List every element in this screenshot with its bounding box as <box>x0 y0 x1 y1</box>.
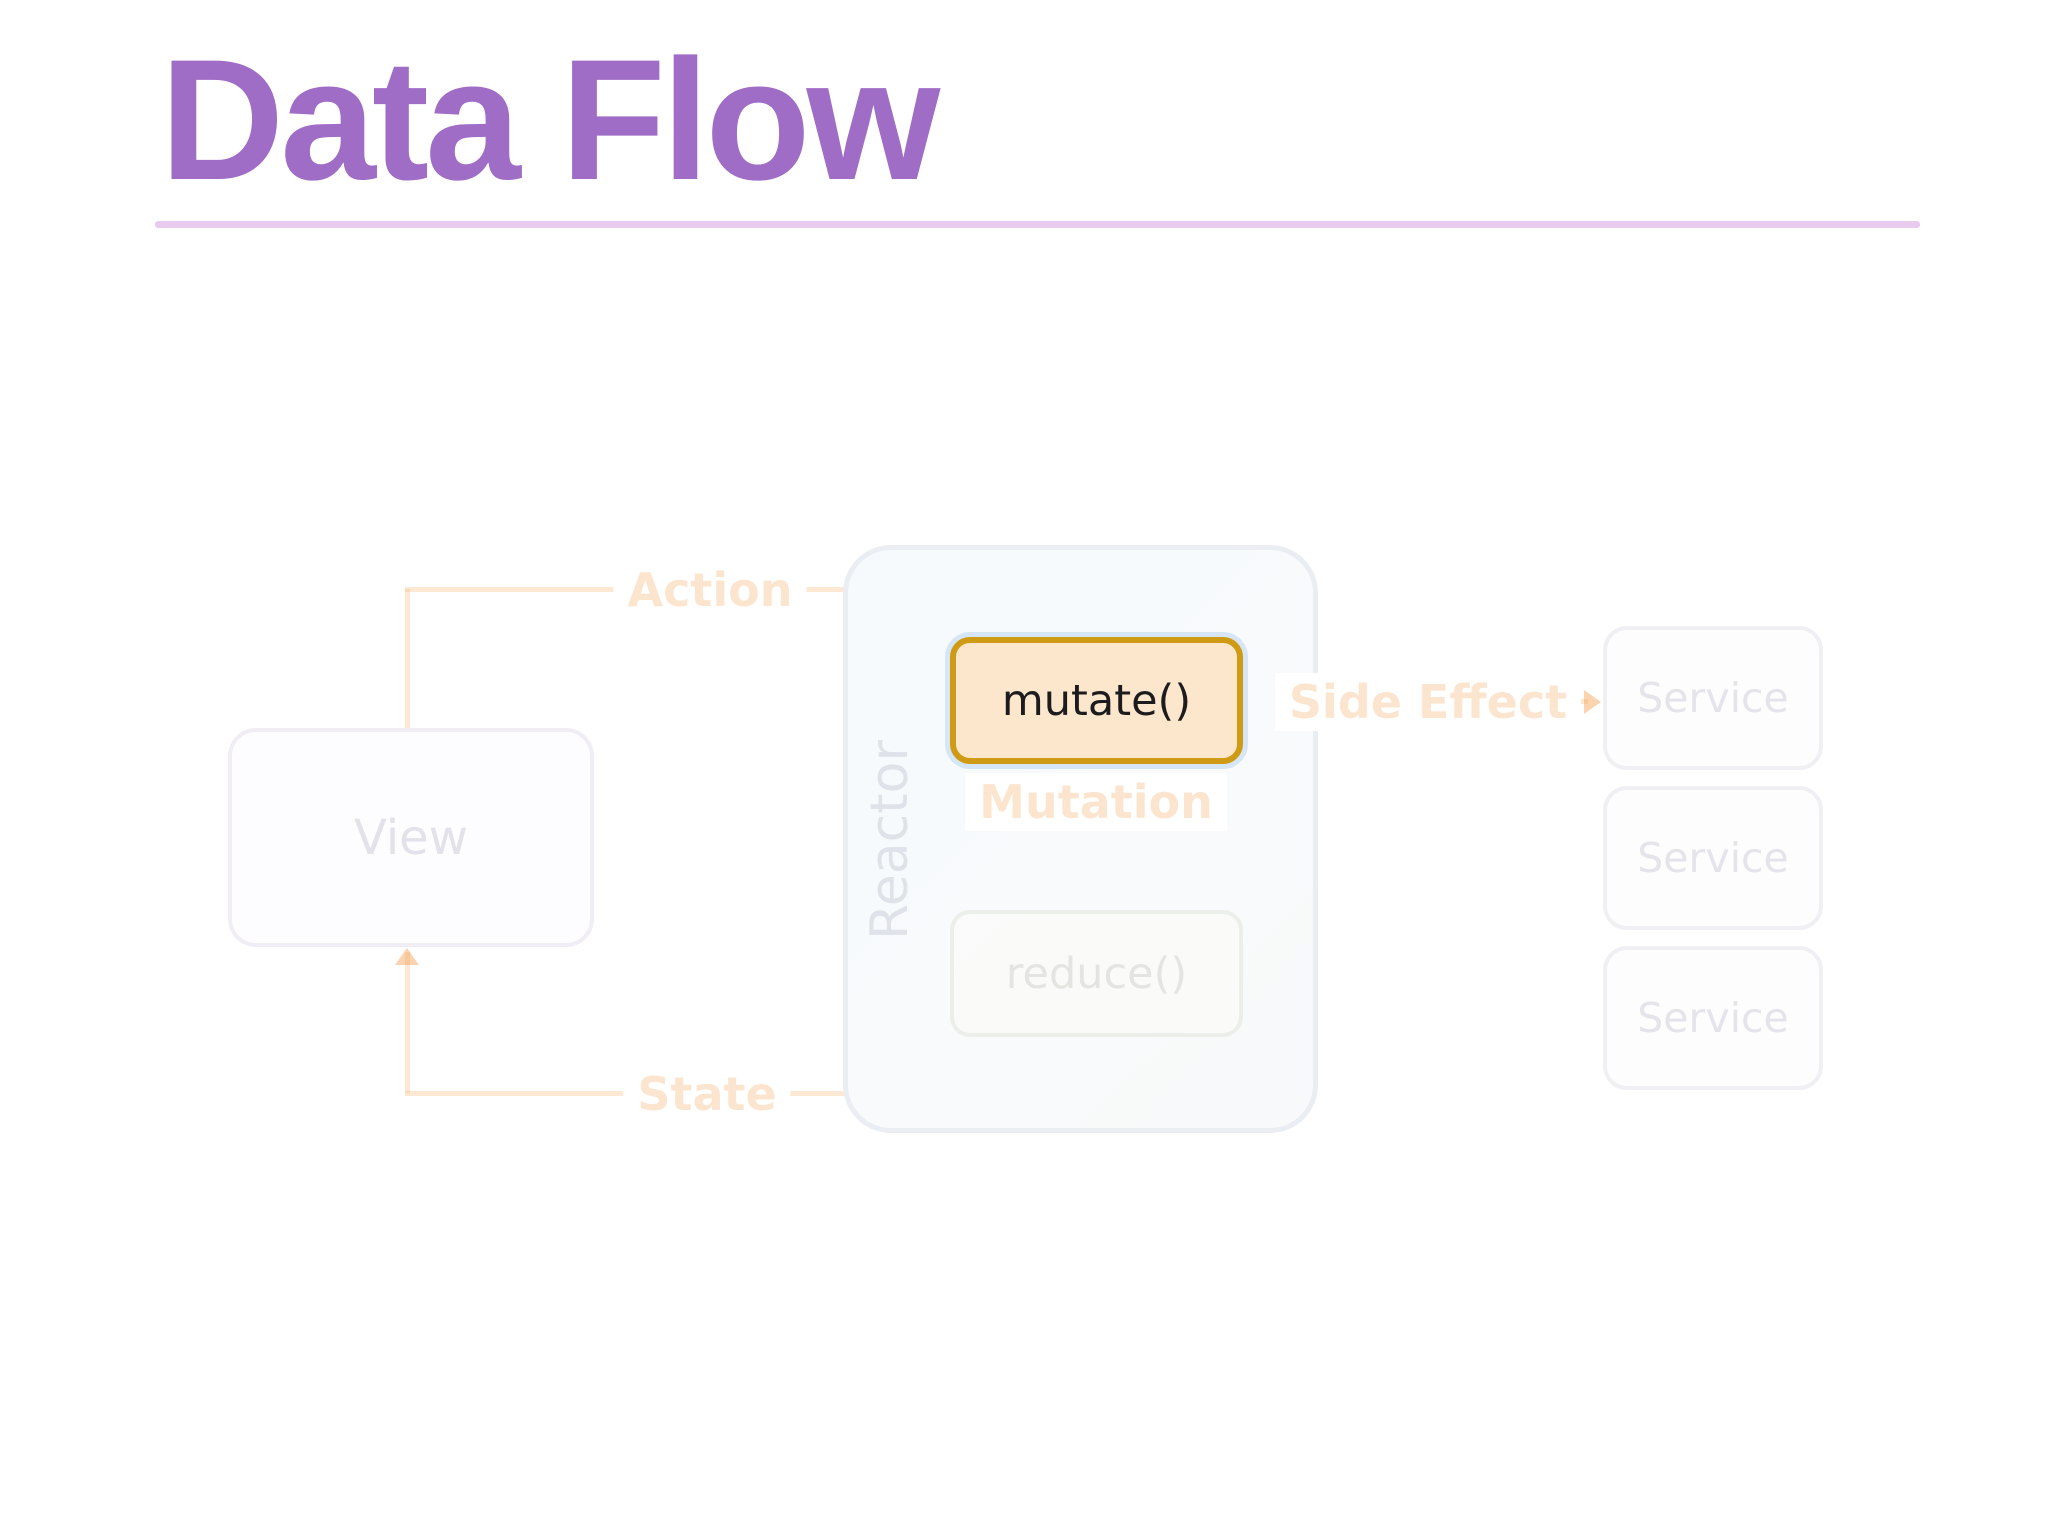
reactor-label: Reactor <box>860 740 920 940</box>
service-node: Service <box>1603 626 1823 770</box>
action-edge-segment <box>405 589 410 730</box>
service-node-label: Service <box>1637 834 1789 882</box>
state-arrowhead-icon <box>395 948 419 965</box>
reduce-node: reduce() <box>950 910 1243 1037</box>
mutate-node: mutate() <box>950 637 1243 764</box>
reduce-node-label: reduce() <box>1005 948 1188 999</box>
state-edge-segment <box>405 952 410 1093</box>
action-edge-label: Action <box>613 561 807 619</box>
service-node: Service <box>1603 786 1823 930</box>
view-node-label: View <box>354 809 468 866</box>
state-edge-label: State <box>623 1065 791 1123</box>
side-effect-arrowhead-right-icon <box>1584 690 1601 714</box>
title-underline <box>155 221 1920 228</box>
service-node: Service <box>1603 946 1823 1090</box>
service-node-label: Service <box>1637 674 1789 722</box>
mutation-edge-label: Mutation <box>965 773 1227 831</box>
page-title: Data Flow <box>160 24 940 216</box>
view-node: View <box>228 728 594 947</box>
side-effect-edge-label: Side Effect <box>1274 673 1582 731</box>
mutate-node-label: mutate() <box>1001 675 1192 726</box>
service-node-label: Service <box>1637 994 1789 1042</box>
